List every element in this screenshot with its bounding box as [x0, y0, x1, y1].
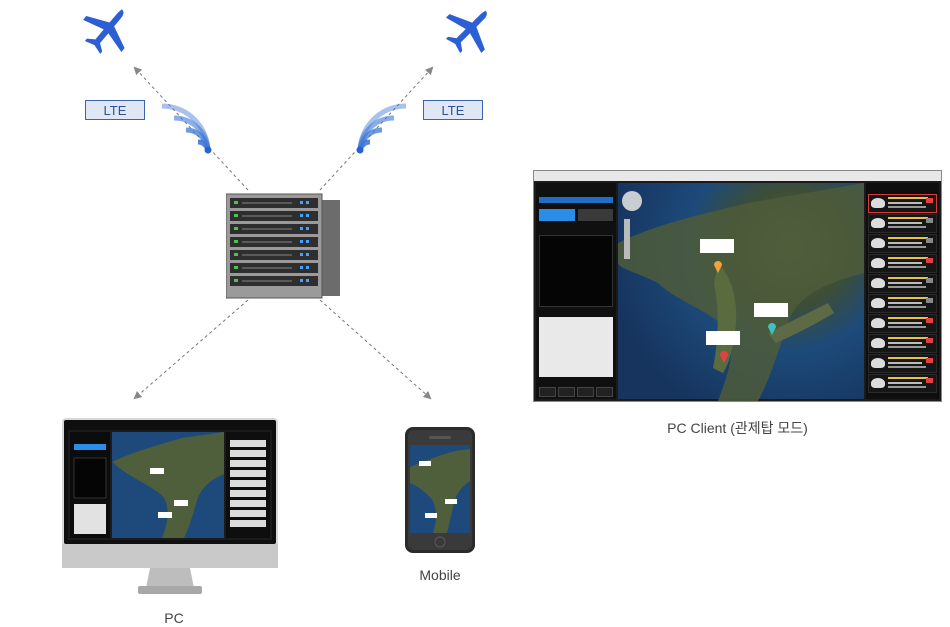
smartphone-icon — [405, 427, 475, 553]
server-icon — [226, 193, 340, 299]
link-server-plane-right — [319, 66, 434, 191]
window-title-bar — [534, 171, 941, 181]
wifi-signal-icon — [356, 103, 407, 154]
pc-client-caption: PC Client (관제탑 모드) — [667, 420, 808, 436]
pc-client-window — [533, 170, 942, 402]
pc-caption: PC — [164, 610, 184, 626]
monitor-icon — [62, 418, 278, 594]
wifi-signal-icon — [161, 103, 212, 154]
link-server-mobile — [319, 299, 432, 400]
uav-list-panel — [866, 183, 939, 399]
control-panel — [536, 183, 616, 399]
link-server-plane-left — [133, 66, 249, 191]
airplane-icon — [445, 10, 487, 54]
lte-label-right: LTE — [423, 100, 483, 120]
map-view — [618, 183, 864, 401]
airplane-icon — [83, 9, 125, 54]
mobile-caption: Mobile — [419, 567, 461, 583]
link-server-pc — [133, 299, 249, 400]
lte-label-left: LTE — [85, 100, 145, 120]
